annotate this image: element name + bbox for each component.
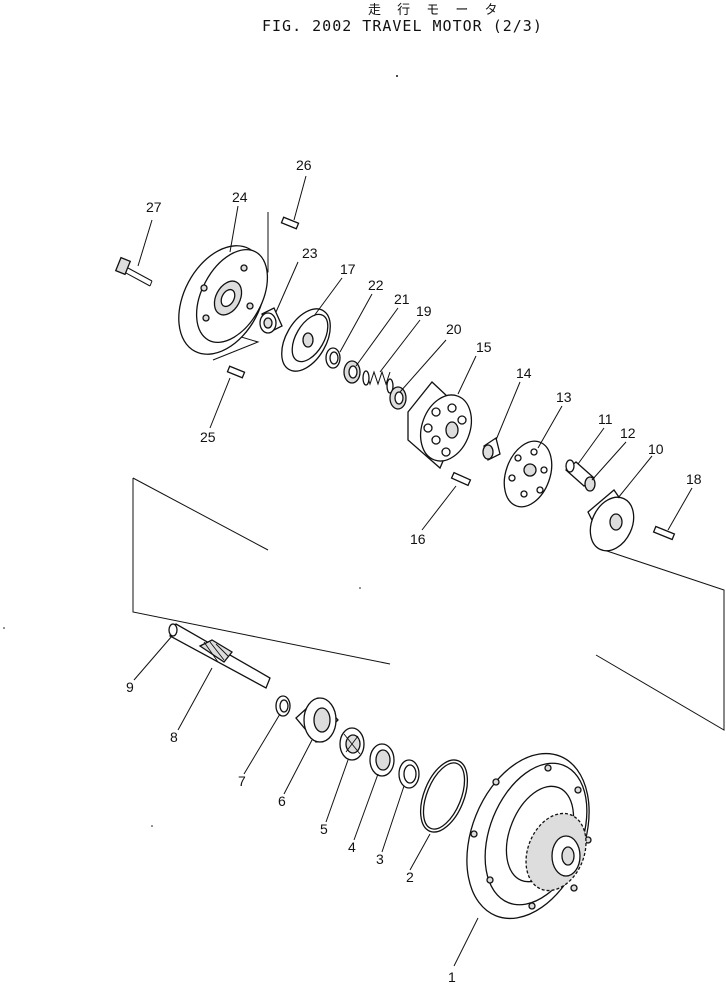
callout-23: 23: [302, 245, 318, 261]
part-17-valve-plate: [281, 308, 331, 372]
callout-7: 7: [238, 773, 246, 789]
part-26-pin: [280, 216, 300, 230]
callout-20: 20: [446, 321, 462, 337]
part-12-shoe: [584, 476, 596, 492]
callout-labels: 1 2 3 4 5 6 7 8 9 10 11 12 13 14 15 16 1…: [126, 157, 702, 985]
leader-lines: [133, 175, 693, 967]
part-3-ring: [398, 759, 420, 789]
callout-24: 24: [232, 189, 248, 205]
callout-3: 3: [376, 851, 384, 867]
callout-10: 10: [648, 441, 664, 457]
callout-17: 17: [340, 261, 356, 277]
part-4-seal: [369, 743, 395, 777]
part-5-bearing: [339, 727, 365, 761]
part-19-spring: [362, 370, 394, 394]
part-7-snap-ring: [275, 695, 291, 717]
part-1-housing: [466, 752, 592, 920]
callout-22: 22: [368, 277, 384, 293]
callout-25: 25: [200, 429, 216, 445]
part-13-retainer-plate: [503, 440, 553, 508]
callout-16: 16: [410, 531, 426, 547]
callout-11: 11: [598, 411, 613, 427]
callout-4: 4: [348, 839, 356, 855]
callout-14: 14: [516, 365, 532, 381]
figure-title: FIG. 2002 TRAVEL MOTOR (2/3): [262, 17, 543, 35]
part-27-bolt: [114, 256, 153, 287]
callout-13: 13: [556, 389, 572, 405]
part-24-cover-plate: [178, 245, 269, 355]
part-22-snap-ring: [325, 347, 341, 369]
callout-26: 26: [296, 157, 312, 173]
part-2-o-ring: [419, 759, 469, 833]
callout-19: 19: [416, 303, 432, 319]
part-16-pin: [450, 471, 472, 487]
part-21-washer: [343, 360, 361, 384]
callout-2: 2: [406, 869, 414, 885]
callout-8: 8: [170, 729, 178, 745]
part-6-bearing: [295, 697, 339, 743]
callout-9: 9: [126, 679, 134, 695]
title-japanese: 走 行 モ ー タ: [368, 3, 504, 18]
callout-27: 27: [146, 199, 162, 215]
scan-specks: [3, 75, 398, 827]
callout-15: 15: [476, 339, 492, 355]
callout-18: 18: [686, 471, 702, 487]
assembly-outline: [132, 212, 725, 731]
callout-5: 5: [320, 821, 328, 837]
part-15-cylinder-block: [407, 381, 473, 470]
callout-21: 21: [394, 291, 410, 307]
callout-12: 12: [620, 425, 636, 441]
part-10-swash-plate: [587, 489, 635, 552]
part-18-pin: [652, 525, 676, 541]
part-25-pin: [226, 365, 246, 379]
callout-1: 1: [448, 969, 456, 985]
part-14-ball-guide: [482, 436, 501, 461]
part-9-part-8-drive-shaft: [168, 623, 271, 689]
part-23-bearing: [259, 307, 283, 334]
part-20-washer: [389, 386, 407, 410]
callout-6: 6: [278, 793, 286, 809]
